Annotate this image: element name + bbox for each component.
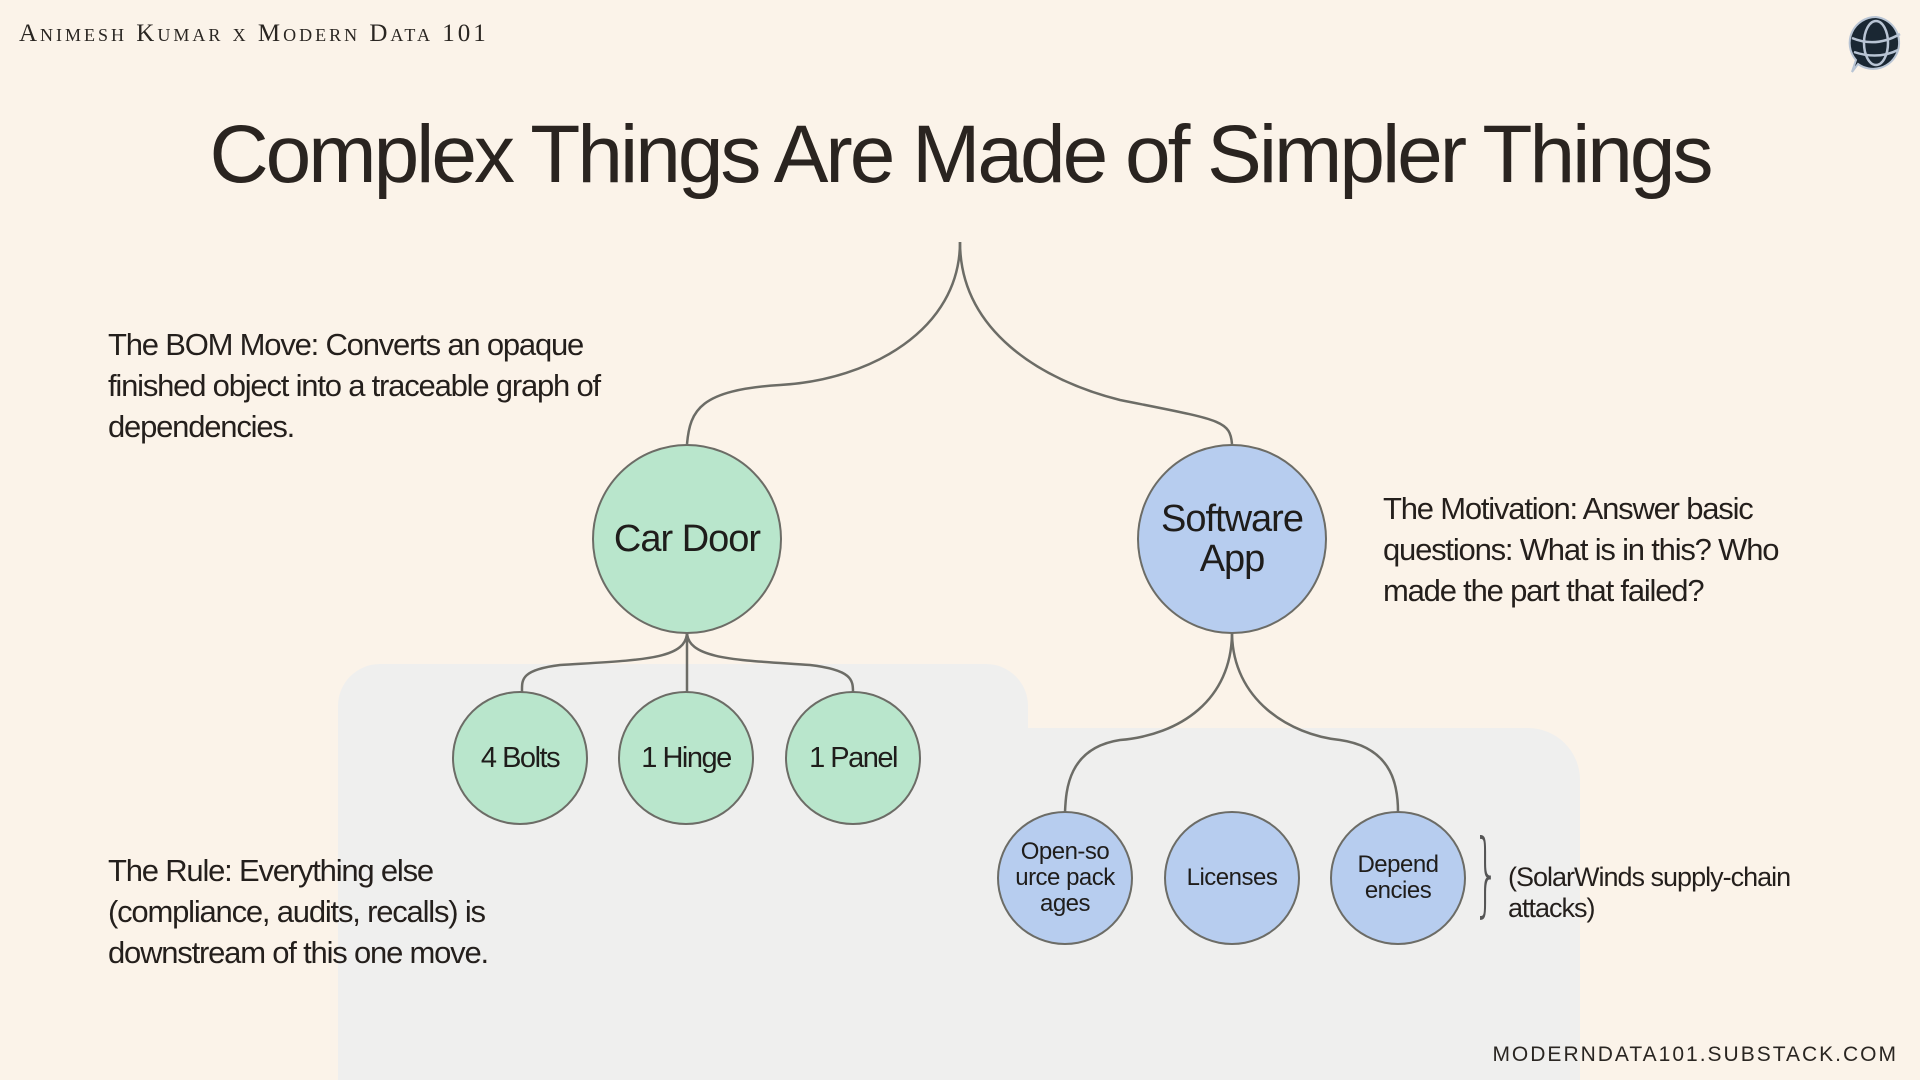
note-motivation: The Motivation: Answer basic questions: … xyxy=(1383,491,1779,608)
link-root-software xyxy=(958,241,1234,445)
page-title: Complex Things Are Made of Simpler Thing… xyxy=(209,109,1713,200)
node-1-panel: 1 Panel xyxy=(785,691,921,825)
link-software-dependencies xyxy=(1230,631,1400,813)
node-licenses: Licenses xyxy=(1164,811,1300,945)
note-rule: The Rule: Everything else (compliance, a… xyxy=(108,853,489,970)
node-1-hinge: 1 Hinge xyxy=(618,691,754,825)
node-car-door: Car Door xyxy=(592,444,782,634)
link-software-opensource xyxy=(1063,631,1234,813)
node-dependencies-label: Dependencies xyxy=(1357,851,1439,904)
footer-url: MODERNDATA101.SUBSTACK.COM xyxy=(1492,1043,1898,1066)
curly-brace-icon: } xyxy=(1473,820,1500,927)
node-open-source-packages-label: Open-source packages xyxy=(1015,838,1115,917)
node-software-app-label: Software App xyxy=(1161,498,1304,580)
link-cardoor-panel xyxy=(685,631,855,693)
globe-speech-bubble-icon xyxy=(1848,15,1901,73)
node-open-source-packages: Open-source packages xyxy=(997,811,1133,945)
note-bom-move: The BOM Move: Converts an opaque finishe… xyxy=(108,327,601,444)
link-root-cardoor xyxy=(685,241,962,445)
annotation-solarwinds: (SolarWinds supply-chain attacks) xyxy=(1508,862,1791,923)
node-4-bolts: 4 Bolts xyxy=(452,691,588,825)
header-byline: Animesh Kumar x Modern Data 101 xyxy=(19,20,489,47)
node-dependencies: Dependencies xyxy=(1330,811,1466,945)
node-software-app: Software App xyxy=(1137,444,1327,634)
link-cardoor-bolts xyxy=(520,631,689,693)
